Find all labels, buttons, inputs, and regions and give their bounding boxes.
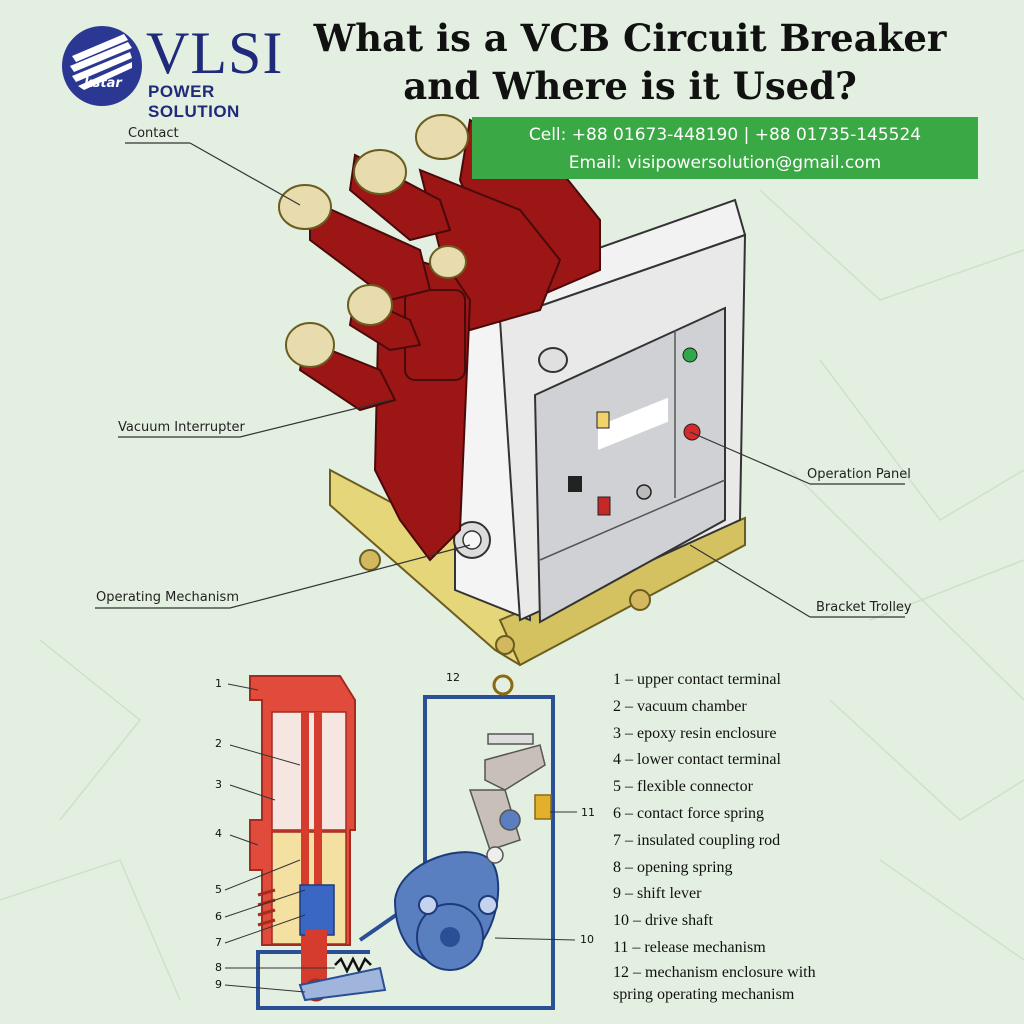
legend-item: 1 – upper contact terminal bbox=[613, 671, 781, 688]
schematic-number-3: 3 bbox=[215, 778, 222, 791]
contact-email: Email: visipowersolution@gmail.com bbox=[568, 153, 882, 173]
vcb-illustration bbox=[95, 114, 905, 667]
logo-subtitle: POWER SOLUTION bbox=[148, 82, 240, 121]
label-operation-panel: Operation Panel bbox=[807, 467, 911, 482]
schematic-number-2: 2 bbox=[215, 737, 222, 750]
schematic-number-11: 11 bbox=[581, 806, 595, 819]
legend-item: 12 – mechanism enclosure with spring ope… bbox=[613, 963, 816, 1003]
leader-lines bbox=[95, 142, 905, 618]
label-vacuum-interrupter: Vacuum Interrupter bbox=[118, 420, 245, 435]
legend-item: 7 – insulated coupling rod bbox=[613, 831, 781, 849]
schematic-number-4: 4 bbox=[215, 827, 222, 840]
legend-item: 11 – release mechanism bbox=[613, 938, 766, 956]
title-line-1: What is a VCB Circuit Breaker bbox=[313, 16, 947, 60]
drive-shaft-shape bbox=[393, 851, 500, 971]
logo-emblem: kstar bbox=[62, 26, 142, 106]
logo-brand-text: VLSI bbox=[146, 20, 284, 86]
legend-item: 5 – flexible connector bbox=[613, 778, 753, 796]
legend-item: 10 – drive shaft bbox=[613, 912, 713, 930]
label-operating-mechanism: Operating Mechanism bbox=[96, 590, 239, 605]
schematic-number-12: 12 bbox=[446, 671, 460, 684]
page-title: What is a VCB Circuit Breaker and Where … bbox=[300, 14, 960, 110]
schematic-number-7: 7 bbox=[215, 936, 222, 949]
contact-cell: Cell: +88 01673-448190 | +88 01735-14552… bbox=[528, 125, 922, 145]
epoxy-enclosure bbox=[249, 675, 356, 1002]
label-contact: Contact bbox=[128, 126, 179, 141]
logo-mark-text: kstar bbox=[84, 76, 122, 91]
legend-item: 6 – contact force spring bbox=[613, 804, 765, 822]
schematic-number-10: 10 bbox=[580, 933, 594, 946]
schematic-number-5: 5 bbox=[215, 883, 222, 896]
contact-terminals bbox=[278, 114, 469, 368]
label-bracket-trolley: Bracket Trolley bbox=[816, 600, 912, 615]
schematic-number-8: 8 bbox=[215, 961, 222, 974]
contact-banner: Cell: +88 01673-448190 | +88 01735-14552… bbox=[472, 117, 978, 179]
schematic-number-1: 1 bbox=[215, 677, 222, 690]
schematic-number-9: 9 bbox=[215, 978, 222, 991]
brand-logo: kstar VLSI POWER SOLUTION bbox=[62, 20, 302, 121]
title-line-2: and Where is it Used? bbox=[403, 64, 857, 108]
parts-legend: 1 – upper contact terminal 2 – vacuum ch… bbox=[613, 667, 843, 1006]
legend-item: 8 – opening spring bbox=[613, 858, 733, 876]
release-mechanism-shape bbox=[468, 733, 552, 864]
legend-item: 9 – shift lever bbox=[613, 885, 702, 903]
schematic-number-6: 6 bbox=[215, 910, 222, 923]
legend-item: 4 – lower contact terminal bbox=[613, 751, 781, 769]
vcb-schematic bbox=[224, 674, 577, 1010]
legend-item: 2 – vacuum chamber bbox=[613, 697, 747, 715]
legend-item: 3 – epoxy resin enclosure bbox=[613, 724, 777, 742]
